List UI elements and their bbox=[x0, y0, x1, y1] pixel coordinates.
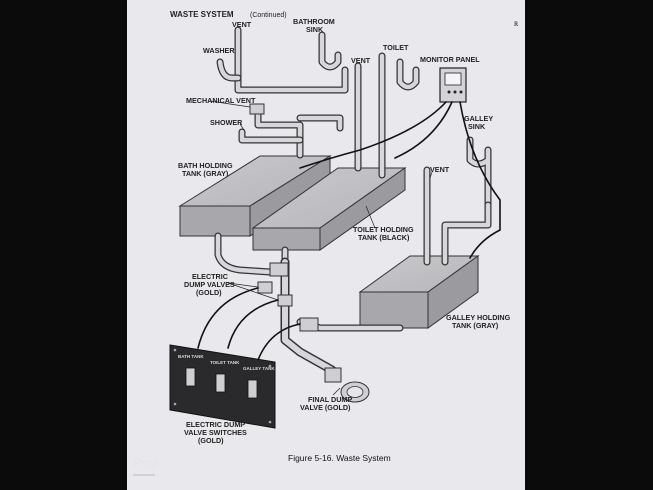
label-switches-3: (GOLD) bbox=[198, 436, 224, 445]
label-switches-1: ELECTRIC DUMP bbox=[186, 420, 245, 429]
label-toilet: TOILET bbox=[383, 43, 409, 52]
switch-label-galley: GALLEY TANK bbox=[243, 366, 275, 371]
label-bathroom-sink-2: SINK bbox=[306, 25, 324, 34]
label-vent-mid: VENT bbox=[351, 56, 371, 65]
label-final-valve-2: VALVE (GOLD) bbox=[300, 403, 351, 412]
label-shower: SHOWER bbox=[210, 118, 243, 127]
label-toilet-tank-2: TANK (BLACK) bbox=[358, 233, 410, 242]
label-bathroom-sink-1: BATHROOM bbox=[293, 17, 335, 26]
label-dump-valves-3: (GOLD) bbox=[196, 288, 222, 297]
label-bath-tank-1: BATH HOLDING bbox=[178, 161, 233, 170]
label-final-valve-1: FINAL DUMP bbox=[308, 395, 352, 404]
switch-label-toilet: TOILET TANK bbox=[210, 360, 240, 365]
label-galley-tank-2: TANK (GRAY) bbox=[452, 321, 499, 330]
page-corner-mark: ʀ bbox=[514, 18, 519, 28]
page-header-note: (Continued) bbox=[250, 12, 287, 19]
label-bath-tank-2: TANK (GRAY) bbox=[182, 169, 229, 178]
label-galley-sink-2: SINK bbox=[468, 122, 486, 131]
switch-wires bbox=[197, 287, 301, 361]
toilet-holding-tank bbox=[251, 167, 407, 251]
toilet-switch bbox=[215, 373, 226, 393]
galley-holding-tank bbox=[358, 255, 480, 329]
label-dump-valves-1: ELECTRIC bbox=[192, 272, 228, 281]
label-dump-valves-2: DUMP VALVES bbox=[184, 280, 235, 289]
label-vent-right: VENT bbox=[430, 165, 450, 174]
dump-valve-boxes bbox=[257, 262, 319, 332]
final-dump-valve bbox=[324, 367, 370, 403]
label-washer: WASHER bbox=[203, 46, 235, 55]
watermark-text: Pop bbox=[133, 455, 158, 470]
galley-switch bbox=[247, 379, 258, 399]
mechanical-vent-cap bbox=[249, 103, 265, 115]
switch-label-bath: BATH TANK bbox=[178, 354, 204, 359]
label-monitor-panel: MONITOR PANEL bbox=[420, 55, 480, 64]
label-mechanical-vent: MECHANICAL VENT bbox=[186, 96, 256, 105]
monitor-panel-device bbox=[439, 67, 467, 103]
label-leaders bbox=[209, 100, 433, 396]
dump-valve-switch-panel: BATH TANK TOILET TANK GALLEY TANK bbox=[169, 344, 276, 429]
label-galley-sink-1: GALLEY bbox=[464, 114, 493, 123]
watermark-underline bbox=[133, 474, 155, 476]
figure-caption: Figure 5-16. Waste System bbox=[288, 453, 391, 463]
label-toilet-tank-1: TOILET HOLDING bbox=[353, 225, 414, 234]
label-vent-top: VENT bbox=[232, 20, 252, 29]
bath-switch bbox=[185, 367, 196, 387]
monitor-wires bbox=[299, 101, 501, 259]
label-switches-2: VALVE SWITCHES bbox=[184, 428, 247, 437]
vent-and-drain-pipes bbox=[214, 26, 492, 375]
page-header: WASTE SYSTEM bbox=[170, 10, 234, 19]
label-galley-tank-1: GALLEY HOLDING bbox=[446, 313, 511, 322]
